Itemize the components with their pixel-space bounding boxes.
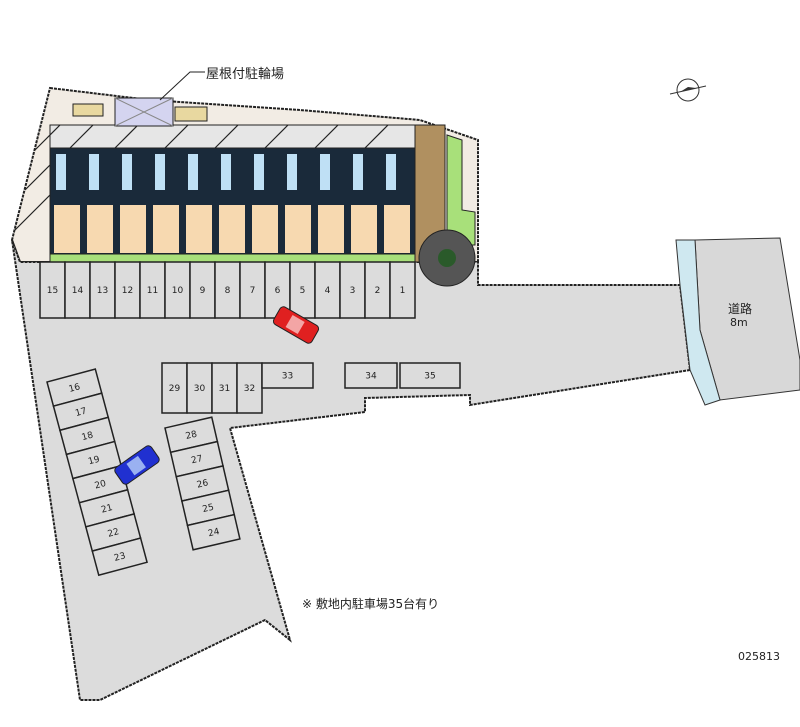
parking-space-number: 5: [300, 286, 306, 296]
parking-space: 35: [399, 362, 461, 389]
parking-space-number: 12: [122, 286, 133, 296]
parking-note: ※ 敷地内駐車場35台有り: [302, 597, 440, 611]
parking-space: 30: [186, 362, 213, 414]
apartment-unit: [252, 154, 278, 253]
apartment-unit: [285, 154, 311, 253]
north-compass-icon: [669, 78, 707, 102]
parking-space-number: 25: [202, 503, 215, 515]
apartment-unit: [318, 154, 344, 253]
parking-space-number: 29: [169, 384, 181, 394]
parking-space-number: 3: [350, 286, 356, 296]
apartment-unit: [351, 154, 377, 253]
road-width-label: 8m: [730, 316, 748, 329]
parking-space: 4: [314, 261, 341, 319]
map-code: 025813: [738, 650, 780, 663]
parking-column-left: 16 17 18 19 20 21 22 23: [46, 368, 148, 577]
parking-space-number: 27: [190, 454, 203, 466]
parking-space: 3: [339, 261, 366, 319]
parking-space: 34: [344, 362, 398, 389]
parking-space: 14: [64, 261, 91, 319]
apartment-unit: [120, 154, 146, 253]
parking-space: 2: [364, 261, 391, 319]
parking-space-number: 31: [219, 384, 230, 394]
parking-space-number: 35: [424, 372, 435, 382]
parking-space-number: 1: [400, 286, 406, 296]
parking-space-number: 7: [250, 286, 256, 296]
storage-box: [72, 103, 104, 117]
parking-row-top: 15 14 13 12 11 10 9 8 7 6 5 4 3 2 1: [39, 261, 416, 319]
parking-space: 1: [389, 261, 416, 319]
parking-space-number: 22: [107, 527, 121, 540]
parking-space: 33: [261, 362, 314, 389]
parking-space: 28: [164, 416, 219, 454]
parking-space-number: 6: [275, 286, 281, 296]
parking-space: 31: [211, 362, 238, 414]
road-shoulder: [675, 239, 721, 406]
parking-space-number: 33: [282, 372, 293, 382]
parking-space: 23: [91, 537, 148, 577]
leader-line: [159, 71, 205, 101]
parking-space-number: 23: [113, 551, 127, 564]
parking-space-number: 14: [72, 286, 84, 296]
parking-space-number: 4: [325, 286, 331, 296]
apartment-unit: [153, 154, 179, 253]
parking-space-number: 9: [200, 286, 206, 296]
parking-space-number: 18: [81, 430, 95, 443]
parking-space-number: 13: [97, 286, 108, 296]
parking-space-number: 20: [94, 479, 108, 492]
red-car: [272, 306, 320, 344]
parking-column-center: 28 27 26 25 24: [164, 416, 241, 551]
parking-space: 13: [89, 261, 116, 319]
apartment-unit: [87, 154, 113, 253]
parking-space-number: 2: [375, 286, 381, 296]
parking-space-number: 17: [74, 406, 88, 419]
parking-space-number: 15: [47, 286, 58, 296]
parking-space-number: 34: [365, 372, 377, 382]
parking-space-number: 28: [185, 430, 199, 442]
parking-space-number: 26: [196, 478, 210, 490]
blue-car: [114, 445, 160, 485]
parking-space: 32: [236, 362, 263, 414]
apartment-building: [49, 147, 416, 263]
apartment-unit: [384, 154, 410, 253]
parking-space: 8: [214, 261, 241, 319]
parking-space: 27: [169, 440, 224, 478]
parking-space-number: 21: [100, 503, 114, 516]
apartment-unit: [219, 154, 245, 253]
parking-space: 10: [164, 261, 191, 319]
parking-space-number: 11: [147, 286, 158, 296]
apartment-unit: [54, 154, 80, 253]
parking-space: 9: [189, 261, 216, 319]
road-label: 道路: [728, 302, 753, 316]
parking-space: 7: [239, 261, 266, 319]
parking-space: 29: [161, 362, 188, 414]
parking-row-middle: 29 30 31 32 33 34 35: [161, 362, 461, 414]
parking-space-number: 8: [225, 286, 231, 296]
parking-space-number: 30: [194, 384, 206, 394]
parking-space: 24: [186, 513, 241, 551]
rear-walkway: [49, 124, 416, 149]
bicycle-parking-label: 屋根付駐輪場: [206, 67, 285, 82]
parking-lot-area: [11, 239, 692, 701]
parking-space-number: 10: [172, 286, 184, 296]
walkway-hatching: [14, 124, 389, 231]
garbage-shed: [174, 106, 208, 122]
parking-space: 11: [139, 261, 166, 319]
parking-space-number: 16: [68, 382, 82, 395]
apartment-unit: [186, 154, 212, 253]
parking-space-number: 32: [244, 384, 255, 394]
parking-space: 5: [289, 261, 316, 319]
parking-space: 15: [39, 261, 66, 319]
parking-space-number: 19: [87, 455, 101, 468]
parking-space: 12: [114, 261, 141, 319]
parking-space-number: 24: [207, 527, 221, 539]
